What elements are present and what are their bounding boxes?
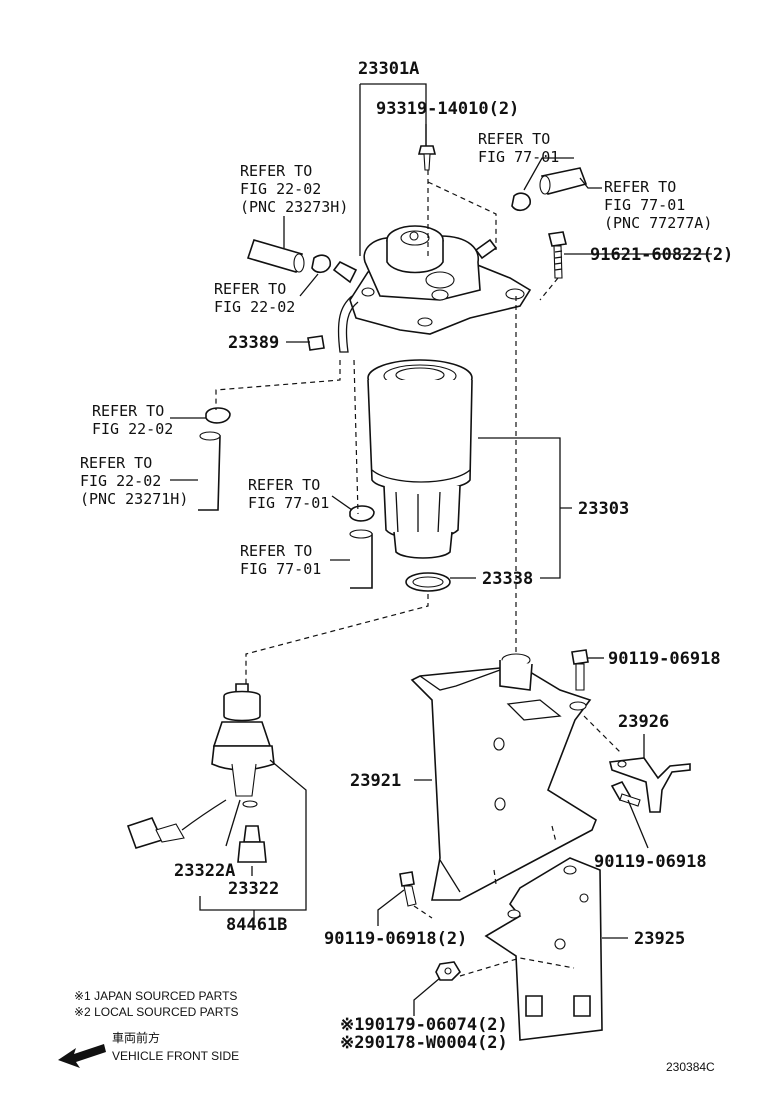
- note-local-sourced: ※2 LOCAL SOURCED PARTS: [74, 1005, 239, 1019]
- connector-23322A[interactable]: [126, 799, 227, 849]
- label-23322A: 23322A: [174, 861, 235, 881]
- ref-line: FIG 22-02: [92, 420, 173, 438]
- ref-line: (PNC 23273H): [240, 198, 348, 216]
- ref-line: FIG 22-02: [80, 472, 161, 490]
- ref-line: (PNC 77277A): [604, 214, 712, 232]
- fuel-filter-head[interactable]: [332, 225, 532, 353]
- label-90119-top: 90119-06918: [608, 649, 721, 669]
- label-23303: 23303: [578, 499, 629, 519]
- water-level-sensor[interactable]: [211, 683, 275, 808]
- ref-line: FIG 77-01: [604, 196, 685, 214]
- refer-fig77-01-top[interactable]: REFER TO FIG 77-01: [478, 130, 559, 166]
- ref-line: FIG 22-02: [240, 180, 321, 198]
- label-23322: 23322: [228, 879, 279, 899]
- label-90179: ※190179-06074(2): [340, 1015, 508, 1035]
- label-93319: 93319-14010(2): [376, 99, 519, 119]
- front-label-jp: 車両前方: [112, 1030, 160, 1045]
- assembly-guides: [215, 170, 621, 977]
- front-label-en: VEHICLE FRONT SIDE: [112, 1049, 239, 1063]
- ref-line: FIG 77-01: [478, 148, 559, 166]
- bracket-23926[interactable]: [609, 757, 691, 813]
- hose-fig77-01-left: [349, 505, 375, 589]
- ref-line: REFER TO: [240, 542, 312, 560]
- clip-23389[interactable]: [307, 335, 325, 351]
- bracket-23925[interactable]: [484, 857, 603, 1041]
- refer-fig22-02-mid[interactable]: REFER TO FIG 22-02: [214, 280, 295, 316]
- refer-fig77-01-low[interactable]: REFER TO FIG 77-01: [240, 542, 321, 578]
- label-23338: 23338: [482, 569, 533, 589]
- nut-90179[interactable]: [435, 961, 462, 981]
- bolt-90119-top[interactable]: [571, 649, 589, 691]
- label-23921: 23921: [350, 771, 401, 791]
- label-84461B: 84461B: [226, 915, 287, 935]
- ref-line: FIG 77-01: [240, 560, 321, 578]
- refer-fig77-01-pnc77277a[interactable]: REFER TO FIG 77-01 (PNC 77277A): [604, 178, 712, 232]
- o-ring-23338[interactable]: [405, 572, 451, 592]
- note-japan-sourced: ※1 JAPAN SOURCED PARTS: [74, 989, 237, 1003]
- label-23301A: 23301A: [358, 59, 419, 79]
- label-23389: 23389: [228, 333, 279, 353]
- arrow-left-icon: [58, 1044, 106, 1068]
- refer-fig77-01-mid[interactable]: REFER TO FIG 77-01: [248, 476, 329, 512]
- label-90119-low: 90119-06918(2): [324, 929, 467, 949]
- bolt-90119-mid[interactable]: [610, 780, 641, 807]
- label-23926: 23926: [618, 712, 669, 732]
- ref-line: REFER TO: [92, 402, 164, 420]
- fuel-filter-element[interactable]: [367, 359, 473, 559]
- ref-line: REFER TO: [214, 280, 286, 298]
- switch-23322[interactable]: [237, 825, 267, 863]
- bolt-91621[interactable]: [548, 231, 567, 279]
- ref-line: REFER TO: [80, 454, 152, 472]
- label-91621: 91621-60822(2): [590, 245, 733, 265]
- label-90119-mid: 90119-06918: [594, 852, 707, 872]
- ref-line: FIG 77-01: [248, 494, 329, 512]
- screw-93319[interactable]: [417, 145, 437, 171]
- leader-lines: [170, 83, 712, 1016]
- ref-line: REFER TO: [248, 476, 320, 494]
- refer-fig22-02-left[interactable]: REFER TO FIG 22-02: [92, 402, 173, 438]
- label-90178: ※290178-W0004(2): [340, 1033, 508, 1053]
- hose-fig22-02-left: [198, 407, 231, 511]
- ref-line: REFER TO: [240, 162, 312, 180]
- ref-line: FIG 22-02: [214, 298, 295, 316]
- refer-fig22-02-pnc23271h[interactable]: REFER TO FIG 22-02 (PNC 23271H): [80, 454, 188, 508]
- hose-fig77-01-top: [511, 167, 588, 212]
- ref-line: (PNC 23271H): [80, 490, 188, 508]
- bolt-90119-low[interactable]: [399, 871, 417, 907]
- label-23925: 23925: [634, 929, 685, 949]
- ref-line: REFER TO: [604, 178, 676, 196]
- hose-fig22-02-top: [246, 239, 332, 274]
- bracket-23921[interactable]: [410, 653, 597, 901]
- ref-line: REFER TO: [478, 130, 550, 148]
- diagram-code: 230384C: [666, 1060, 715, 1074]
- refer-fig22-02-pnc23273h[interactable]: REFER TO FIG 22-02 (PNC 23273H): [240, 162, 348, 216]
